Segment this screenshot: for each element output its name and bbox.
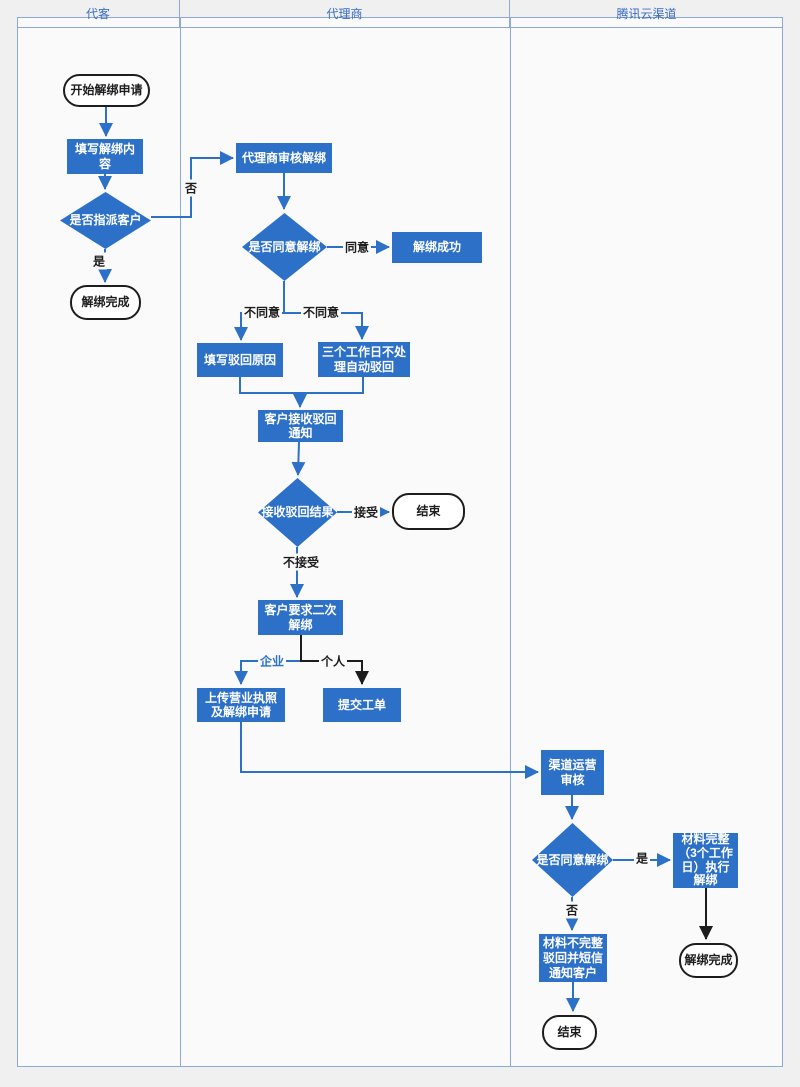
edge-label-no2: 否 bbox=[563, 901, 581, 919]
edge-label-yes2: 是 bbox=[633, 849, 651, 867]
node-unbind-done2-terminator: 解绑完成 bbox=[679, 943, 738, 978]
edge-label-accept: 接受 bbox=[351, 503, 381, 521]
node-agent-review: 代理商审核解绑 bbox=[236, 143, 332, 173]
node-incomplete-reject-notify: 材料不完整驳回并短信通知客户 bbox=[539, 934, 607, 982]
lane-title: 代理商 bbox=[326, 7, 363, 21]
node-start-terminator: 开始解绑申请 bbox=[63, 74, 150, 107]
node-receive-reject-notice: 客户接收驳回通知 bbox=[258, 410, 343, 442]
node-end2-terminator: 结束 bbox=[542, 1015, 597, 1050]
node-fill-unbind-content: 填写解绑内容 bbox=[67, 139, 143, 174]
node-channel-review: 渠道运营审核 bbox=[541, 750, 604, 795]
edge-label-disagree-right: 不同意 bbox=[300, 303, 342, 321]
lane-header-channel: 腾讯云渠道 bbox=[510, 0, 783, 28]
lane-divider bbox=[180, 17, 181, 1067]
node-auto-reject: 三个工作日不处理自动驳回 bbox=[318, 342, 410, 377]
edge-label-not-accept: 不接受 bbox=[280, 553, 322, 571]
node-fill-reject-reason: 填写驳回原因 bbox=[197, 343, 283, 377]
edge-label-enterprise: 企业 bbox=[257, 652, 287, 670]
node-end-terminator: 结束 bbox=[392, 493, 465, 530]
swimlane-table bbox=[17, 17, 783, 1067]
edge-label-disagree-left: 不同意 bbox=[241, 303, 283, 321]
edge-label-no: 否 bbox=[182, 179, 200, 197]
node-unbind-success: 解绑成功 bbox=[392, 232, 482, 263]
lane-header-customer: 代客 bbox=[17, 0, 180, 28]
node-unbind-done-terminator: 解绑完成 bbox=[70, 285, 141, 320]
lane-header-agent: 代理商 bbox=[180, 0, 510, 28]
lane-title: 代客 bbox=[85, 7, 110, 21]
node-complete-execute-unbind: 材料完整（3个工作日）执行解绑 bbox=[673, 832, 738, 888]
lane-title: 腾讯云渠道 bbox=[616, 7, 677, 21]
edge-label-agree: 同意 bbox=[342, 238, 372, 256]
edge-label-yes: 是 bbox=[90, 252, 108, 270]
node-second-unbind-request: 客户要求二次解绑 bbox=[258, 600, 343, 635]
edge-label-personal: 个人 bbox=[318, 652, 348, 670]
lane-divider bbox=[510, 17, 511, 1067]
node-upload-license: 上传营业执照及解绑申请 bbox=[197, 688, 285, 722]
node-submit-ticket: 提交工单 bbox=[323, 688, 401, 722]
